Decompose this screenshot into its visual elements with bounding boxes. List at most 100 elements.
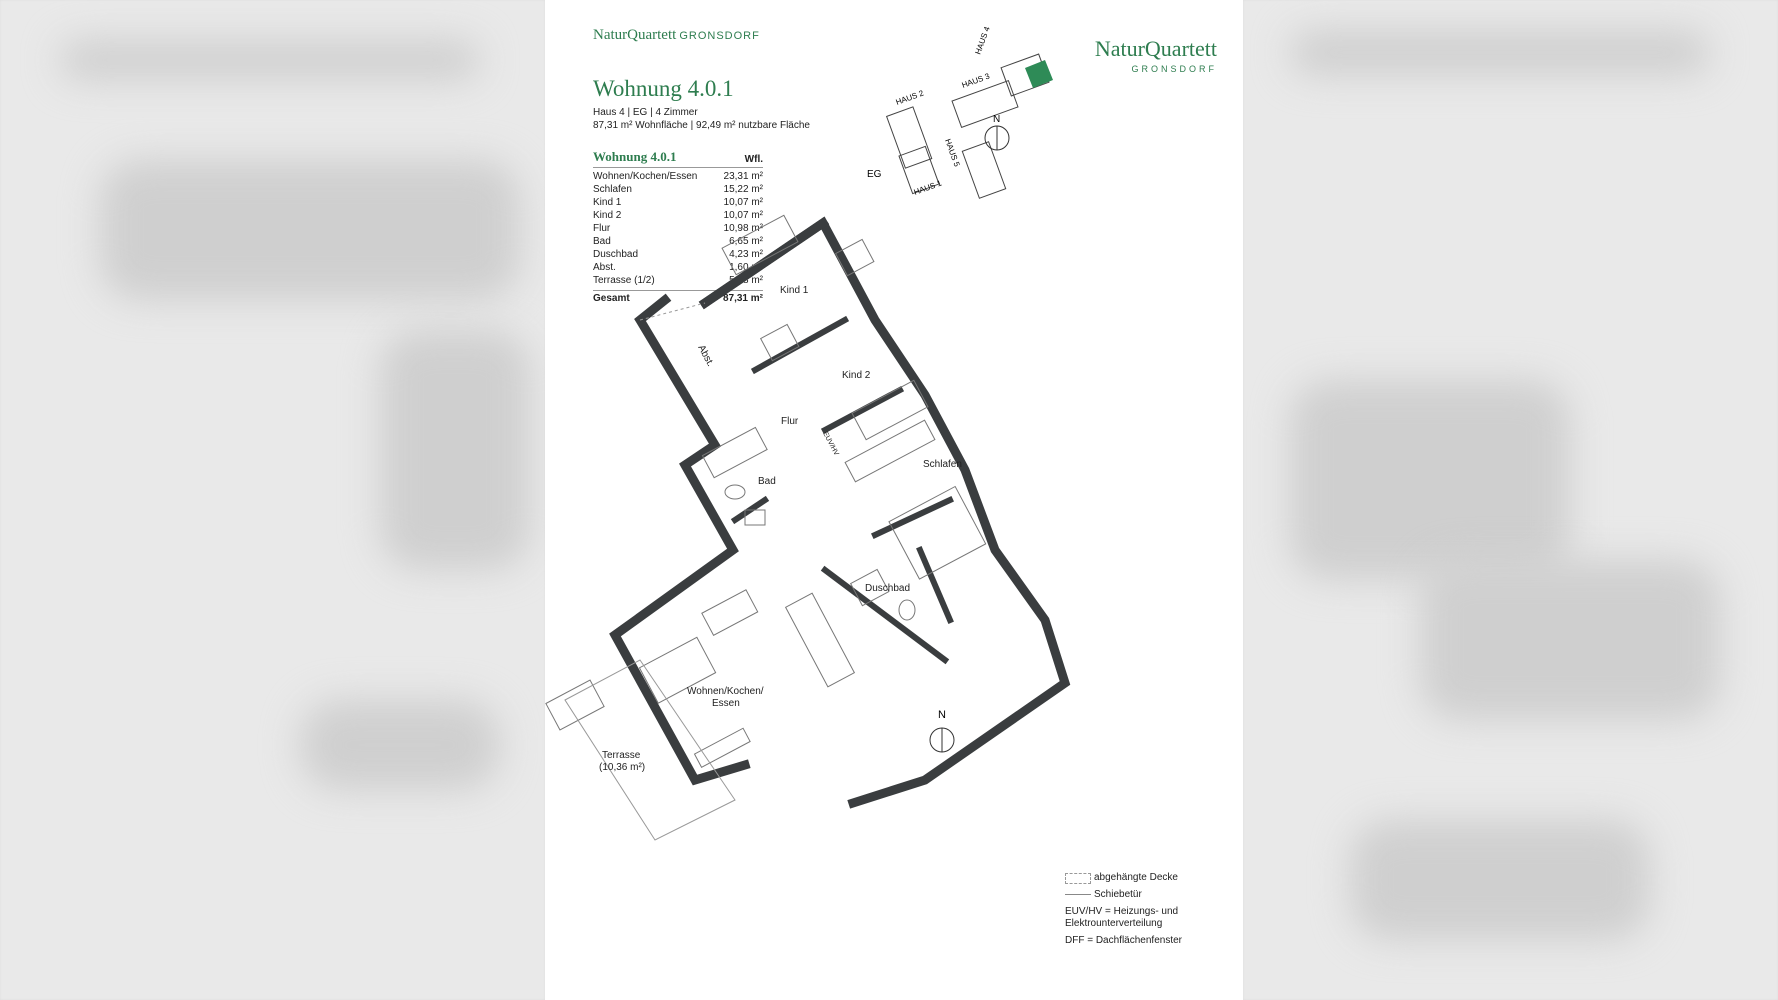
area-table-total: Gesamt 87,31 m² bbox=[593, 290, 763, 304]
room-label-abst: Abst. bbox=[695, 343, 715, 368]
shower-icon bbox=[849, 568, 890, 607]
wardrobe-icon bbox=[844, 419, 936, 483]
wall-kind1-kind2 bbox=[750, 315, 850, 375]
tv-cabinet-icon bbox=[693, 727, 751, 769]
bed-icon bbox=[721, 214, 799, 276]
area-room-value: 10,98 m² bbox=[723, 223, 763, 234]
legend-text: abgehängte Decke bbox=[1094, 872, 1178, 883]
outer-wall-west bbox=[609, 293, 751, 786]
blur-shape bbox=[1350, 820, 1650, 940]
legend-text: EUV/HV = Heizungs- und bbox=[1065, 906, 1179, 917]
sink-icon bbox=[744, 509, 766, 526]
site-north-label: N bbox=[993, 114, 1000, 125]
dashed-pattern-icon bbox=[1065, 872, 1091, 884]
double-bed-icon bbox=[888, 485, 987, 580]
room-label-kind2: Kind 2 bbox=[842, 370, 871, 381]
legend-item-sliding: Schiebetür bbox=[1065, 889, 1244, 901]
area-table-row: Schlafen 15,22 m² bbox=[593, 183, 763, 196]
blur-shape bbox=[380, 330, 530, 570]
floor-plan: Kind 1 Kind 2 Abst. Flur EUV/HV Schlafen… bbox=[545, 214, 1071, 841]
area-table-row: Flur 10,98 m² bbox=[593, 222, 763, 235]
room-label-terrasse: Terrasse bbox=[602, 750, 641, 761]
area-table-row: Bad 6,65 m² bbox=[593, 235, 763, 248]
brand-name: NaturQuartett bbox=[593, 27, 677, 43]
area-table-title: Wohnung 4.0.1 bbox=[593, 149, 677, 164]
unit-meta: Haus 4 | EG | 4 Zimmer 87,31 m² Wohnfläc… bbox=[593, 106, 810, 132]
legend-item-ceiling: abgehängte Decke bbox=[1065, 872, 1244, 884]
blur-shape bbox=[60, 40, 480, 80]
legend-text: DFF = Dachflächenfenster bbox=[1065, 935, 1182, 946]
terrace-table-icon bbox=[545, 679, 605, 731]
wall-duschbad bbox=[820, 565, 950, 665]
site-building-haus3 bbox=[951, 79, 1019, 129]
desk-icon bbox=[759, 323, 800, 362]
unit-title: Wohnung 4.0.1 bbox=[593, 76, 734, 101]
room-label-flur: Flur bbox=[781, 416, 799, 427]
site-highlight-unit bbox=[1025, 60, 1053, 88]
area-room-value: 1,60 m² bbox=[729, 262, 763, 273]
wall-schlafen-south bbox=[871, 496, 954, 539]
terrace-outline bbox=[564, 659, 736, 841]
area-table-row: Abst.1,60 m² bbox=[593, 261, 763, 274]
area-room-name: Flur bbox=[593, 223, 611, 234]
brand-sub: GRONSDORF bbox=[679, 30, 760, 42]
blur-shape bbox=[300, 700, 500, 790]
brand-logo-large: NaturQuartett GRONSDORF bbox=[1057, 36, 1217, 74]
room-label-bad: Bad bbox=[758, 476, 776, 487]
room-label-euvhv: EUV/HV bbox=[821, 431, 840, 458]
desk-icon bbox=[834, 238, 875, 277]
area-table-col: Wfl. bbox=[744, 154, 763, 165]
area-room-value: 10,07 m² bbox=[723, 197, 763, 208]
unit-meta-line: 87,31 m² Wohnfläche | 92,49 m² nutzbare … bbox=[593, 120, 810, 131]
area-room-name: Schlafen bbox=[593, 184, 632, 195]
area-table-row: Kind 1 10,07 m² bbox=[593, 196, 763, 209]
total-value: 87,31 m² bbox=[722, 293, 763, 304]
brand-name: NaturQuartett bbox=[1094, 36, 1217, 61]
area-room-name: Bad bbox=[593, 236, 611, 247]
legend: abgehängte Decke Schiebetür EUV/HV = Hei… bbox=[1065, 872, 1244, 947]
bed-icon bbox=[851, 379, 929, 441]
area-room-name: Terrasse (1/2) bbox=[593, 275, 655, 286]
toilet-icon bbox=[724, 484, 746, 500]
dining-table-icon bbox=[701, 589, 759, 637]
site-building-haus5 bbox=[961, 141, 1007, 199]
room-label-kind1: Kind 1 bbox=[780, 285, 809, 296]
unit-meta-line: Haus 4 | EG | 4 Zimmer bbox=[593, 107, 698, 118]
room-label-wohnen: Wohnen/Kochen/ bbox=[687, 686, 764, 697]
room-label-terrasse-area: (10,36 m²) bbox=[599, 762, 645, 773]
abst-boundary bbox=[639, 302, 706, 321]
blur-shape bbox=[1290, 30, 1710, 75]
legend-item-euv: EUV/HV = Heizungs- und Elektrounterverte… bbox=[1065, 906, 1244, 930]
area-room-value: 6,65 m² bbox=[729, 236, 763, 247]
legend-text: Elektrounterverteilung bbox=[1065, 918, 1163, 929]
area-table-row: Kind 2 10,07 m² bbox=[593, 209, 763, 222]
bathtub-icon bbox=[701, 426, 768, 479]
area-room-value: 10,07 m² bbox=[723, 210, 763, 221]
blur-shape bbox=[100, 160, 520, 300]
wall-kind1-north bbox=[698, 216, 830, 310]
site-floor-label: EG bbox=[867, 169, 882, 180]
site-building-haus2 bbox=[885, 106, 933, 169]
area-room-name: Kind 1 bbox=[593, 197, 622, 208]
legend-text: Schiebetür bbox=[1094, 889, 1142, 900]
room-label-wohnen-line2: Essen bbox=[712, 698, 740, 709]
sliding-door-icon bbox=[1065, 894, 1091, 896]
kitchen-counter-icon bbox=[784, 592, 856, 688]
area-room-value: 23,31 m² bbox=[723, 171, 763, 182]
area-room-name: Kind 2 bbox=[593, 210, 622, 221]
blur-shape bbox=[1290, 380, 1570, 580]
area-room-name: Wohnen/Kochen/Essen bbox=[593, 171, 698, 182]
area-room-value: 15,22 m² bbox=[723, 184, 763, 195]
area-table-row: Wohnen/Kochen/Essen 23,31 m² bbox=[593, 170, 763, 183]
sofa-icon bbox=[638, 636, 717, 704]
toilet-icon bbox=[898, 599, 916, 621]
area-table-header: Wohnung 4.0.1 Wfl. bbox=[593, 149, 763, 168]
outer-wall-east bbox=[698, 216, 1071, 809]
blur-shape bbox=[1420, 560, 1720, 720]
wall-duschbad-east bbox=[916, 546, 954, 624]
total-label: Gesamt bbox=[593, 293, 630, 304]
site-building-haus1 bbox=[898, 145, 940, 195]
